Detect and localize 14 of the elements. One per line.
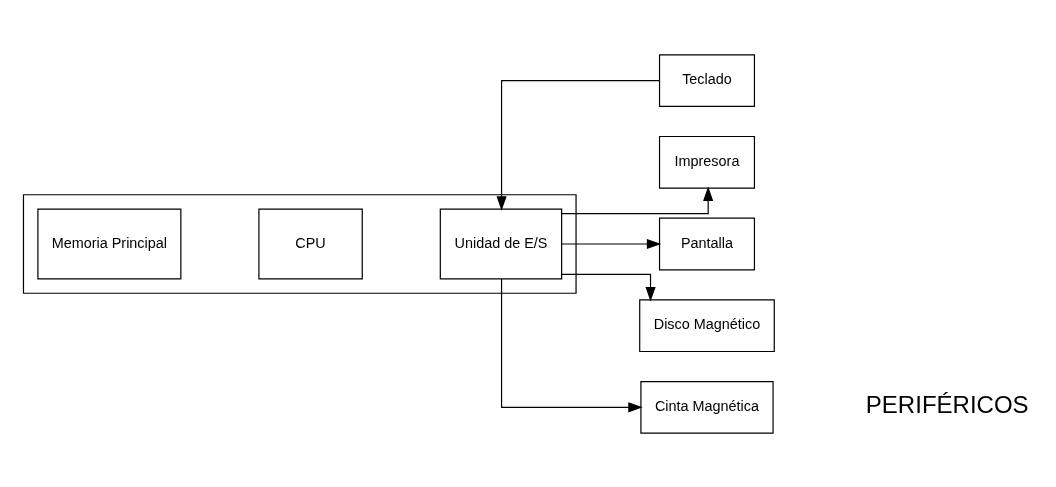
arrow (500, 277, 643, 412)
node-box: Teclado (658, 53, 756, 107)
arrow (561, 273, 656, 301)
node-box: Disco Magnético (639, 298, 775, 352)
node-box: Pantalla (658, 217, 756, 270)
node-box: Memoria Principal (37, 208, 182, 279)
arrow (496, 79, 660, 211)
node-box: Impresora (658, 135, 756, 189)
node-box: CPU (258, 208, 363, 279)
node-box: Cinta Magnética (640, 380, 774, 434)
arrow (561, 186, 714, 214)
arrow (561, 238, 662, 249)
node-box: Unidad de E/S (439, 208, 563, 279)
label: PERIFÉRICOS (865, 390, 1029, 418)
